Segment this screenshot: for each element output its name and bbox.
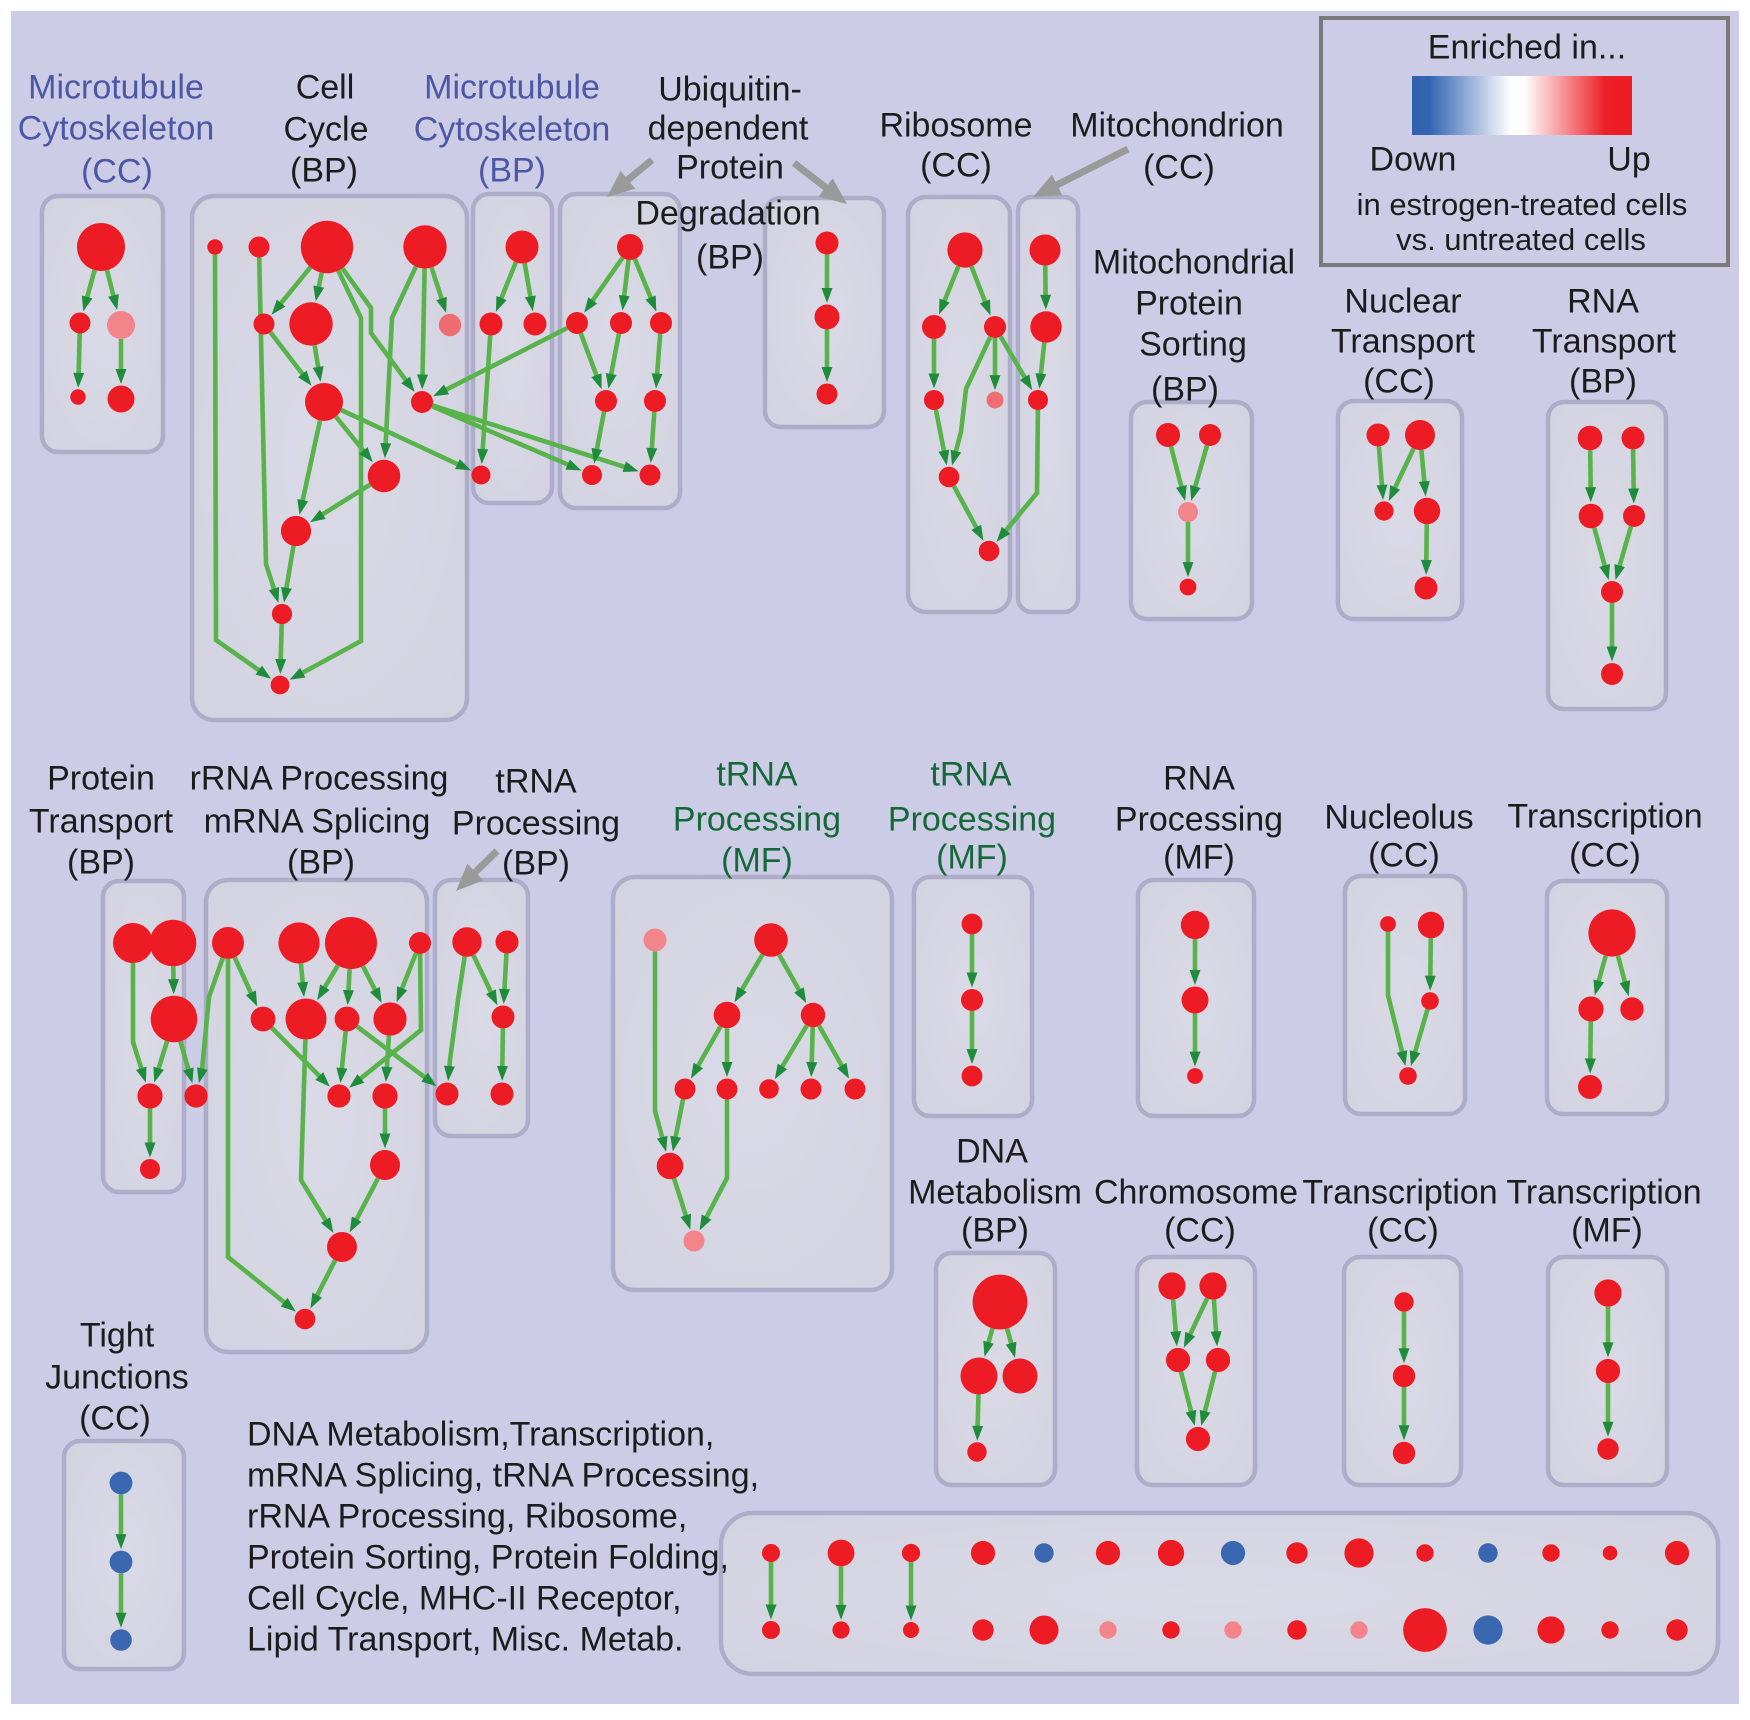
svg-text:Up: Up: [1607, 141, 1650, 179]
svg-text:Mitochondrial: Mitochondrial: [1093, 244, 1295, 282]
svg-text:(CC): (CC): [1363, 363, 1435, 401]
svg-text:(BP): (BP): [290, 152, 358, 190]
svg-text:Transport: Transport: [29, 803, 174, 841]
svg-text:(CC): (CC): [1368, 837, 1440, 875]
svg-text:Ubiquitin-: Ubiquitin-: [658, 71, 802, 109]
svg-text:(CC): (CC): [1569, 837, 1641, 875]
svg-text:(MF): (MF): [1571, 1212, 1643, 1250]
svg-text:Sorting: Sorting: [1139, 326, 1247, 364]
svg-text:Nuclear: Nuclear: [1344, 283, 1461, 321]
svg-text:Enriched in...: Enriched in...: [1428, 29, 1626, 67]
svg-text:tRNA: tRNA: [716, 756, 798, 794]
svg-text:Junctions: Junctions: [45, 1359, 189, 1397]
svg-text:(CC): (CC): [79, 1400, 151, 1438]
svg-text:Protein: Protein: [47, 760, 155, 798]
svg-text:(MF): (MF): [1163, 839, 1235, 877]
svg-text:Transcription: Transcription: [1507, 798, 1702, 836]
svg-text:(BP): (BP): [67, 844, 135, 882]
svg-text:Processing: Processing: [452, 805, 620, 843]
svg-text:(MF): (MF): [721, 842, 793, 880]
svg-text:RNA: RNA: [1567, 283, 1639, 321]
svg-text:Processing: Processing: [673, 801, 841, 839]
svg-text:(CC): (CC): [1367, 1212, 1439, 1250]
svg-text:(CC): (CC): [1164, 1212, 1236, 1250]
svg-text:Transport: Transport: [1532, 323, 1677, 361]
svg-text:Lipid Transport, Misc. Metab.: Lipid Transport, Misc. Metab.: [247, 1621, 684, 1659]
svg-text:in estrogen-treated cells: in estrogen-treated cells: [1357, 187, 1688, 222]
svg-text:Transcription: Transcription: [1302, 1174, 1497, 1212]
svg-text:Down: Down: [1370, 141, 1457, 179]
svg-text:Transport: Transport: [1331, 323, 1476, 361]
svg-text:Processing: Processing: [888, 801, 1056, 839]
svg-text:mRNA Splicing, tRNA Processing: mRNA Splicing, tRNA Processing,: [247, 1457, 759, 1495]
svg-text:DNA: DNA: [956, 1133, 1028, 1171]
svg-text:RNA: RNA: [1163, 760, 1235, 798]
svg-text:(MF): (MF): [936, 839, 1008, 877]
svg-text:(BP): (BP): [502, 845, 570, 883]
svg-text:Microtubule: Microtubule: [28, 69, 204, 107]
svg-text:vs. untreated cells: vs. untreated cells: [1396, 222, 1646, 257]
svg-text:rRNA Processing: rRNA Processing: [190, 760, 449, 798]
svg-text:mRNA Splicing: mRNA Splicing: [204, 803, 431, 841]
svg-text:(BP): (BP): [696, 239, 764, 277]
svg-text:dependent: dependent: [648, 110, 809, 148]
svg-text:Degradation: Degradation: [635, 195, 820, 233]
svg-text:DNA Metabolism,Transcription,: DNA Metabolism,Transcription,: [247, 1416, 714, 1454]
svg-text:Transcription: Transcription: [1506, 1174, 1701, 1212]
svg-text:(BP): (BP): [1151, 371, 1219, 409]
svg-text:Microtubule: Microtubule: [424, 69, 600, 107]
svg-text:tRNA: tRNA: [495, 763, 577, 801]
svg-text:Protein: Protein: [676, 149, 784, 187]
svg-text:(BP): (BP): [287, 844, 355, 882]
svg-text:Cytoskeleton: Cytoskeleton: [414, 111, 611, 149]
svg-text:Cycle: Cycle: [283, 111, 368, 149]
svg-text:Cytoskeleton: Cytoskeleton: [18, 110, 215, 148]
svg-text:tRNA: tRNA: [930, 756, 1012, 794]
svg-text:Mitochondrion: Mitochondrion: [1070, 107, 1284, 145]
svg-text:(CC): (CC): [1143, 149, 1215, 187]
svg-text:(BP): (BP): [1569, 363, 1637, 401]
svg-text:rRNA Processing, Ribosome,: rRNA Processing, Ribosome,: [247, 1498, 687, 1536]
svg-text:Processing: Processing: [1115, 801, 1283, 839]
svg-text:Cell: Cell: [296, 69, 355, 107]
svg-text:Protein: Protein: [1135, 285, 1243, 323]
svg-text:(BP): (BP): [961, 1212, 1029, 1250]
svg-text:Ribosome: Ribosome: [879, 107, 1032, 145]
svg-text:Cell Cycle, MHC-II Receptor,: Cell Cycle, MHC-II Receptor,: [247, 1580, 682, 1618]
svg-text:(CC): (CC): [81, 153, 153, 191]
svg-text:Tight: Tight: [80, 1317, 155, 1355]
svg-text:Protein Sorting, Protein Foldi: Protein Sorting, Protein Folding,: [247, 1539, 729, 1577]
svg-text:(CC): (CC): [920, 147, 992, 185]
svg-text:Nucleolus: Nucleolus: [1324, 799, 1473, 837]
svg-text:Metabolism: Metabolism: [908, 1174, 1082, 1212]
svg-text:Chromosome: Chromosome: [1094, 1174, 1298, 1212]
svg-text:(BP): (BP): [478, 152, 546, 190]
